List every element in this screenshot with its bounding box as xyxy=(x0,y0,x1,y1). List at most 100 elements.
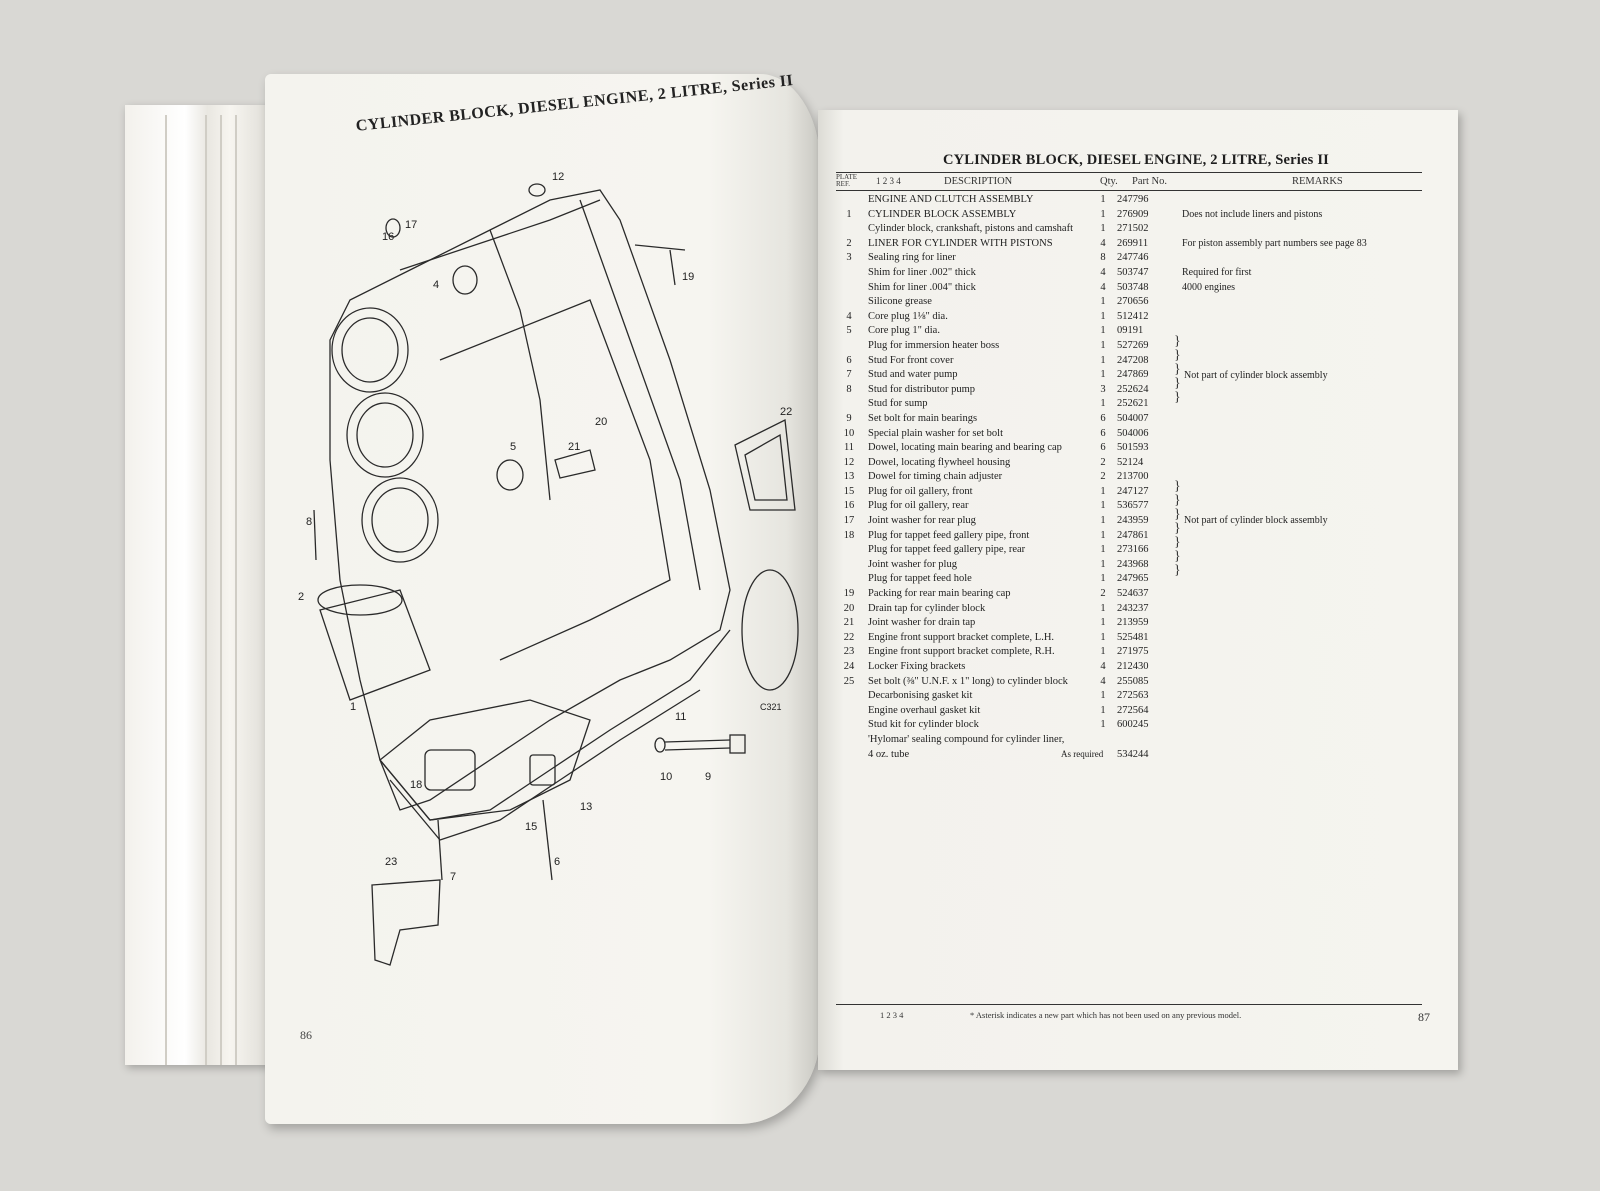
part-number-cell: 247861 xyxy=(1117,529,1149,541)
plate-ref-cell: 18 xyxy=(843,529,855,541)
callout-13: 13 xyxy=(580,801,592,813)
qty-cell: 1 xyxy=(1100,704,1106,716)
qty-cell: 4 xyxy=(1100,266,1106,278)
plate-ref-cell: 23 xyxy=(843,646,855,658)
brace-1: }}}}} xyxy=(1174,334,1181,405)
header-models: 1 2 3 4 xyxy=(876,176,901,186)
description-cell: Plug for oil gallery, rear xyxy=(868,500,969,512)
description-cell: Packing for rear main bearing cap xyxy=(868,588,1011,600)
part-number-cell: 525481 xyxy=(1117,631,1149,643)
plate-ref-cell: 13 xyxy=(843,471,855,483)
part-number-cell: 247127 xyxy=(1117,485,1149,497)
qty-cell: 6 xyxy=(1100,412,1106,424)
description-cell: Joint washer for drain tap xyxy=(868,617,976,629)
part-number-cell: 273166 xyxy=(1117,544,1149,556)
plate-code: C321 xyxy=(760,702,782,712)
part-number-cell: 252621 xyxy=(1117,398,1149,410)
part-number-cell: 536577 xyxy=(1117,500,1149,512)
qty-cell: 2 xyxy=(1100,456,1106,468)
description-cell: Stud kit for cylinder block xyxy=(868,719,979,731)
description-cell: Engine overhaul gasket kit xyxy=(868,704,981,716)
part-number-cell: 504006 xyxy=(1117,427,1149,439)
qty-cell: 1 xyxy=(1100,325,1106,337)
callout-6: 6 xyxy=(554,856,560,868)
part-number-cell: 247746 xyxy=(1117,252,1149,264)
plate-ref-cell: 11 xyxy=(843,442,855,454)
description-cell: Shim for liner .002" thick xyxy=(868,266,976,278)
header-qty: Qty. xyxy=(1100,176,1118,187)
qty-cell: 1 xyxy=(1100,339,1106,351)
description-cell: Sealing ring for liner xyxy=(868,252,956,264)
part-number-cell: 272564 xyxy=(1117,704,1149,716)
plate-ref-cell: 5 xyxy=(846,325,852,337)
qty-cell: 1 xyxy=(1100,208,1106,220)
part-number-cell: 243237 xyxy=(1117,602,1149,614)
brace-2: }}}}}}} xyxy=(1174,479,1181,578)
qty-cell: 1 xyxy=(1100,398,1106,410)
header-description: DESCRIPTION xyxy=(944,176,1013,187)
part-number-cell: 270656 xyxy=(1117,296,1149,308)
header-remarks: REMARKS xyxy=(1292,176,1343,187)
description-cell: Stud and water pump xyxy=(868,369,958,381)
left-page-number: 86 xyxy=(300,1028,312,1042)
description-cell: Drain tap for cylinder block xyxy=(868,602,986,614)
part-number-cell: 269911 xyxy=(1117,237,1149,249)
right-page-number: 87 xyxy=(1418,1010,1430,1024)
description-cell: 'Hylomar' sealing compound for cylinder … xyxy=(868,733,1065,745)
qty-cell: 2 xyxy=(1100,471,1106,483)
part-number-cell: 247208 xyxy=(1117,354,1149,366)
plate-ref-cell: 15 xyxy=(843,485,855,497)
header-top-rule xyxy=(836,172,1422,174)
part-number-cell: 212430 xyxy=(1117,661,1149,672)
part-number-cell: 271502 xyxy=(1117,223,1149,235)
qty-cell: 3 xyxy=(1100,383,1106,395)
callout-2: 2 xyxy=(298,591,304,603)
footer-models: 1 2 3 4 xyxy=(880,1010,904,1020)
callout-9: 9 xyxy=(705,771,711,783)
cylinder-block-illustration: 1 2 4 5 6 7 8 9 10 11 12 13 15 16 17 18 … xyxy=(298,171,799,966)
part-number-cell: 272563 xyxy=(1117,690,1149,702)
description-cell: Decarbonising gasket kit xyxy=(868,690,973,702)
qty-cell: 4 xyxy=(1100,237,1106,249)
callout-7: 7 xyxy=(450,871,456,883)
qty-cell: 1 xyxy=(1100,354,1106,366)
plate-ref-cell: 19 xyxy=(843,588,855,600)
callout-4: 4 xyxy=(433,279,439,291)
qty-cell: 8 xyxy=(1100,252,1106,264)
qty-cell: 4 xyxy=(1100,661,1106,672)
callout-12: 12 xyxy=(552,171,564,183)
plate-ref-cell: 22 xyxy=(843,631,855,643)
qty-cell: 1 xyxy=(1100,529,1106,541)
description-cell: Dowel for timing chain adjuster xyxy=(868,471,1003,483)
qty-cell: 1 xyxy=(1100,617,1106,629)
description-cell: Silicone grease xyxy=(868,296,932,308)
description-cell: Plug for oil gallery, front xyxy=(868,485,973,497)
part-number-cell: 52124 xyxy=(1117,456,1144,468)
description-cell: Core plug 1⅛" dia. xyxy=(868,310,948,322)
qty-cell: 1 xyxy=(1100,631,1106,643)
part-number-cell: 600245 xyxy=(1117,719,1149,731)
qty-cell: 1 xyxy=(1100,223,1106,235)
description-cell: Plug for tappet feed gallery pipe, rear xyxy=(868,544,1026,556)
header-part-no: Part No. xyxy=(1132,176,1167,187)
description-cell: Joint washer for plug xyxy=(868,558,957,570)
plate-ref-cell: 20 xyxy=(843,602,855,614)
description-cell: 4 oz. tube xyxy=(868,748,910,760)
plate-ref-cell: 16 xyxy=(843,500,855,512)
qty-cell: 1 xyxy=(1100,602,1106,614)
part-number-cell: 524637 xyxy=(1117,588,1149,600)
description-cell: ENGINE AND CLUTCH ASSEMBLY xyxy=(868,194,1034,205)
